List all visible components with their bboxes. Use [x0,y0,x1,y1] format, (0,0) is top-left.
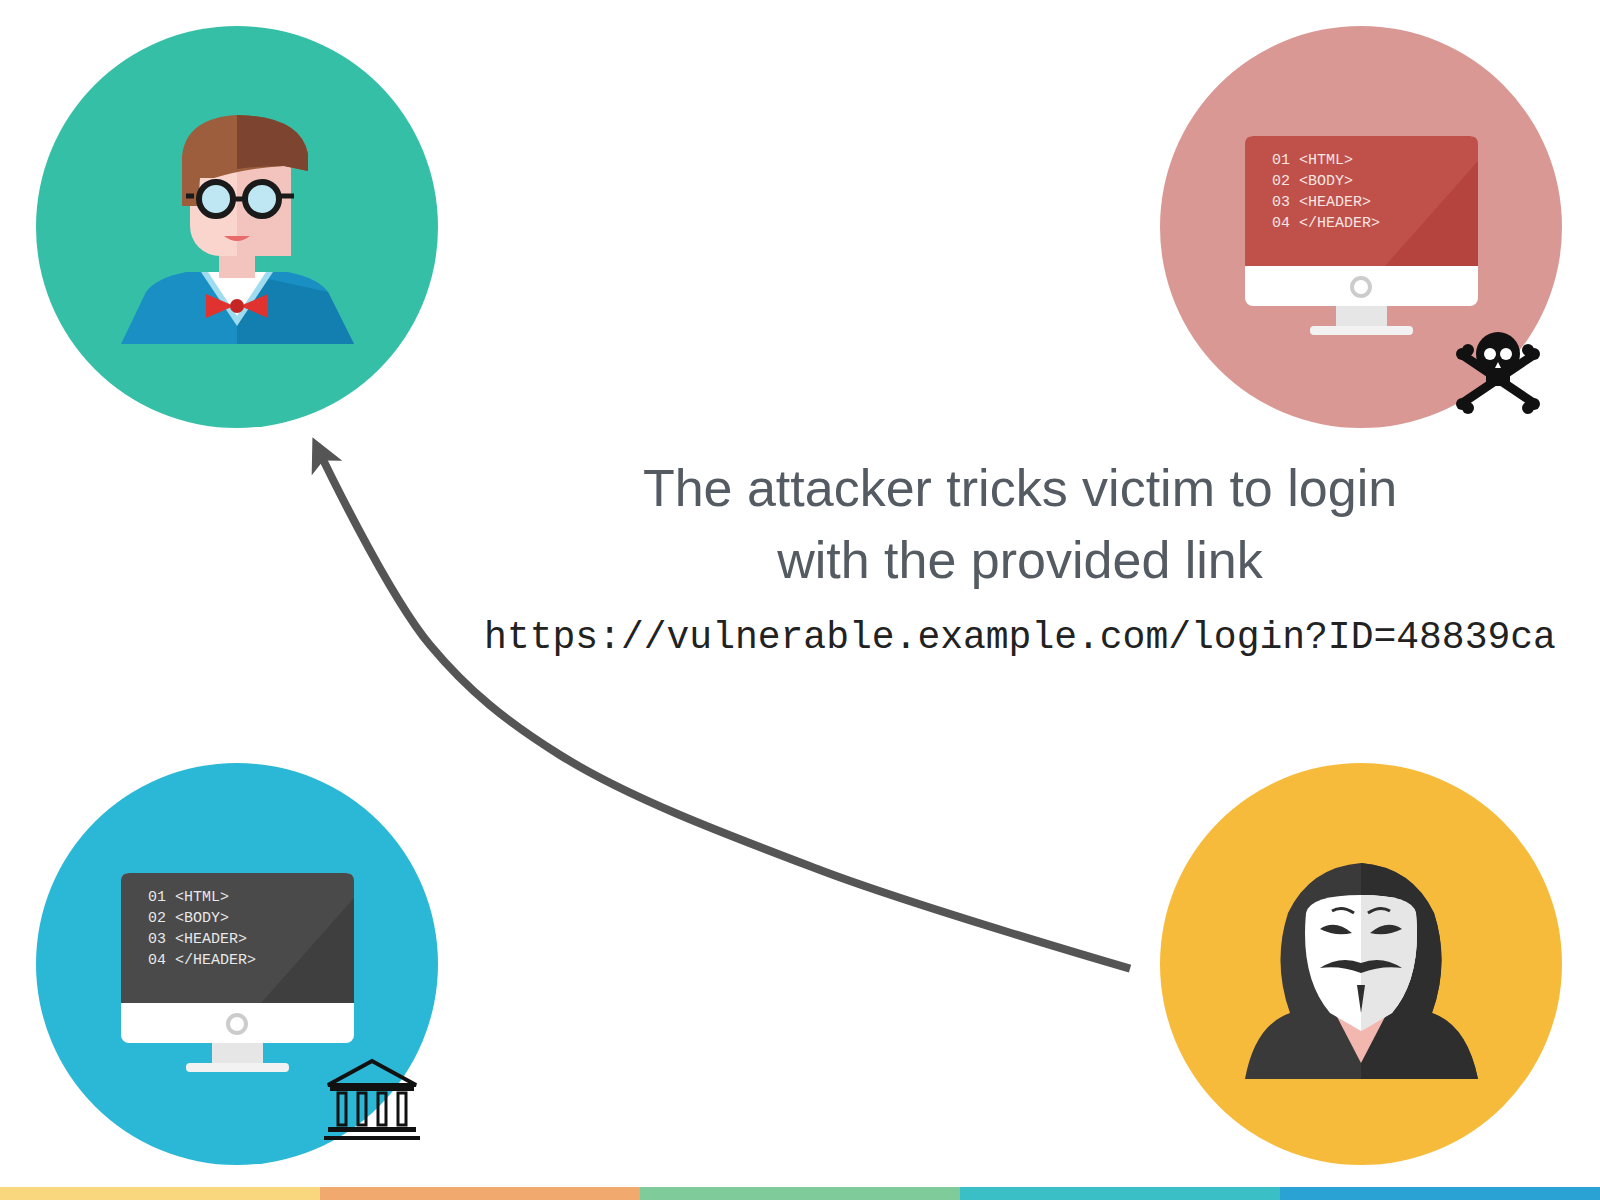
code-line: 04 </HEADER> [148,950,256,971]
edge-label: The attacker tricks victim to login with… [600,452,1440,596]
code-line: 01 <HTML> [148,887,256,908]
code-line: 01 <HTML> [1272,150,1380,171]
code-line: 02 <BODY> [1272,171,1380,192]
arrow-connector [318,450,1130,969]
code-listing: 01 <HTML>02 <BODY>03 <HEADER>04 </HEADER… [1272,150,1380,234]
server-circle: 01 <HTML>02 <BODY>03 <HEADER>04 </HEADER… [36,763,438,1165]
victim-circle [36,26,438,428]
server-circle: 01 <HTML>02 <BODY>03 <HEADER>04 </HEADER… [1160,26,1562,428]
code-line: 04 </HEADER> [1272,213,1380,234]
code-line: 03 <HEADER> [1272,192,1380,213]
victim-figure [121,115,354,344]
monitor-icon [121,873,354,1072]
bank-icon [324,1061,420,1140]
attacker-circle [1160,763,1562,1165]
url-text: https://vulnerable.example.com/login?ID=… [484,616,1556,659]
skull-icon [1456,332,1540,414]
illustration [1160,763,1562,1165]
code-listing: 01 <HTML>02 <BODY>03 <HEADER>04 </HEADER… [148,887,256,971]
code-line: 02 <BODY> [148,908,256,929]
code-line: 03 <HEADER> [148,929,256,950]
color-stripe [0,1187,1600,1200]
monitor-icon [1245,136,1478,335]
attacker-figure [1245,863,1478,1079]
illustration [36,26,438,428]
